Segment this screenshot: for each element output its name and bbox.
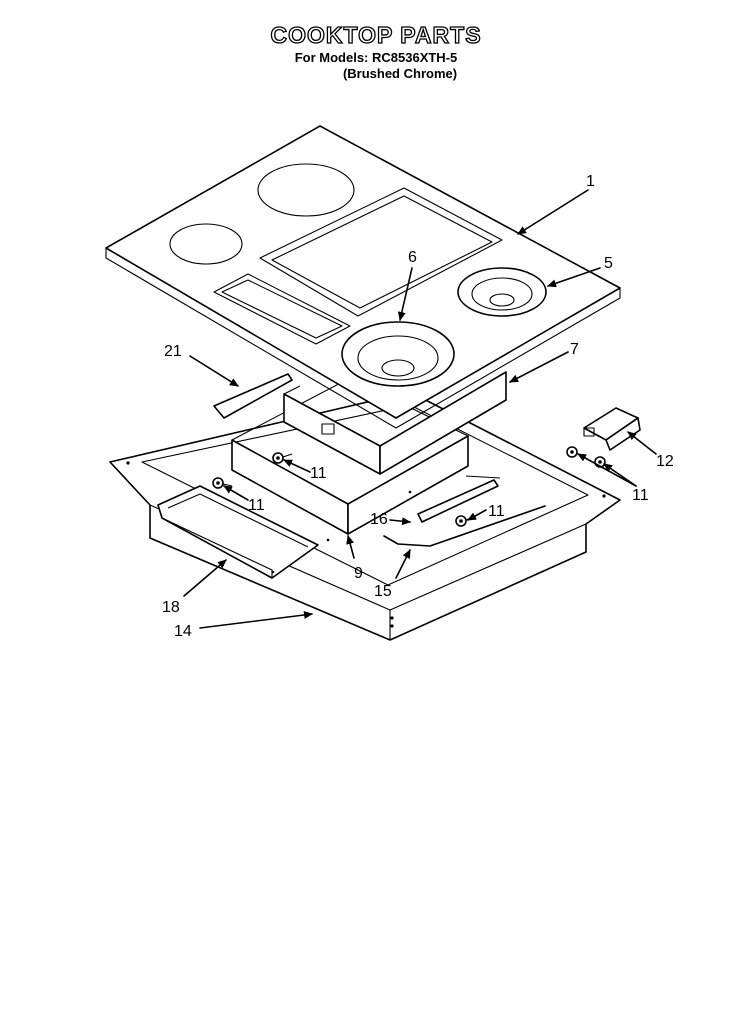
models-line: For Models: RC8536XTH-5 (294, 50, 458, 65)
finish-line: (Brushed Chrome) (342, 66, 458, 81)
callout-12: 12 (656, 453, 674, 470)
bracket-part-16 (417, 475, 501, 523)
cooktop-top-part-1 (105, 125, 621, 429)
burner-box-part-7 (283, 371, 507, 475)
screw-11-a (272, 452, 293, 464)
callout-11-a: 11 (310, 465, 327, 482)
callout-15: 15 (374, 583, 392, 600)
callout-11-d: 11 (632, 487, 649, 504)
callout-9: 9 (354, 565, 363, 582)
page-title: COOKTOP PARTS (270, 21, 482, 48)
callout-6: 6 (408, 249, 417, 266)
wire-rod-part-15 (383, 505, 546, 547)
side-bracket-part-21 (213, 373, 293, 419)
burner-bowl-part-5 (457, 267, 547, 317)
screw-11-d (566, 446, 606, 468)
callout-11-b: 11 (248, 497, 265, 514)
callout-14: 14 (174, 623, 192, 640)
callout-18: 18 (162, 599, 180, 616)
callout-1: 1 (586, 173, 595, 190)
burner-bowl-part-6 (341, 321, 455, 387)
callout-7: 7 (570, 341, 579, 358)
leader-lines (183, 189, 657, 629)
callout-5: 5 (604, 255, 613, 272)
callout-16: 16 (370, 511, 388, 528)
bracket-part-12 (583, 407, 641, 451)
callout-21: 21 (164, 343, 182, 360)
callout-11-c: 11 (488, 503, 505, 520)
front-channel-part-18 (157, 485, 319, 579)
